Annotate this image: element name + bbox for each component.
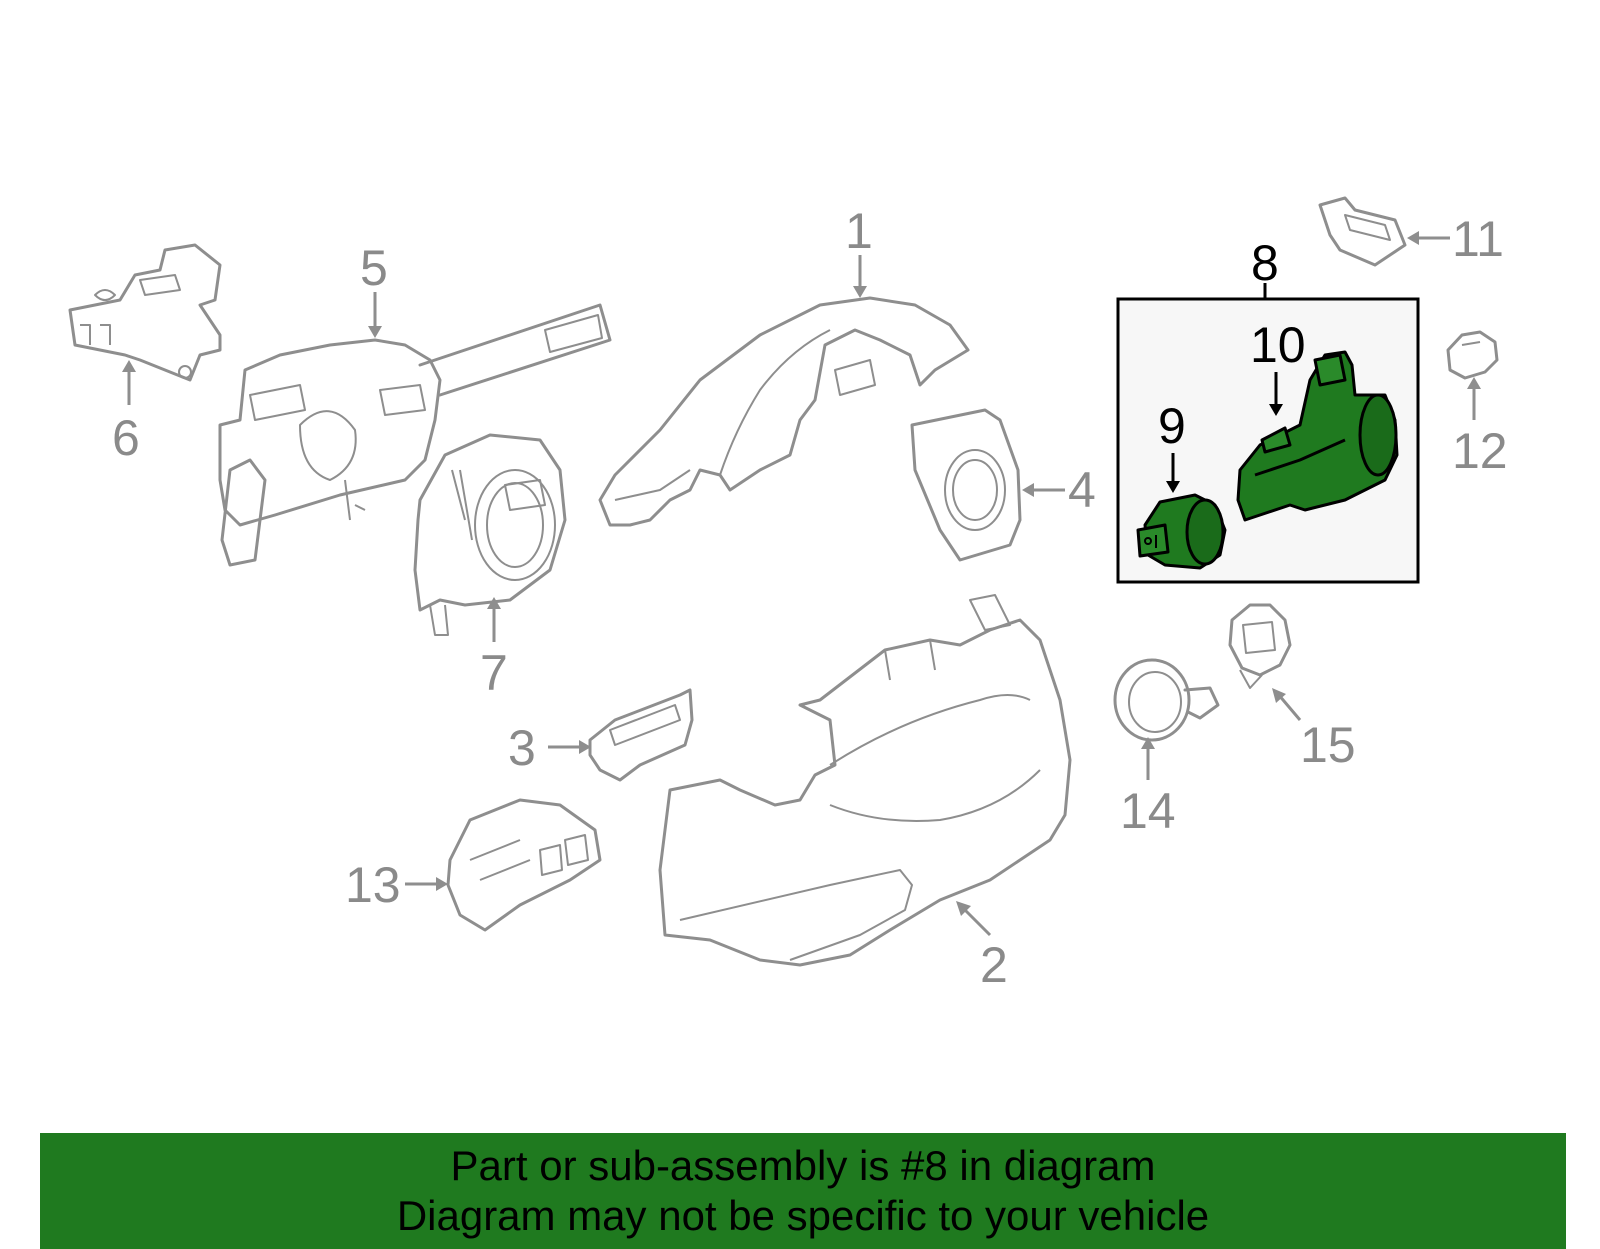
arrow-14 bbox=[1141, 737, 1155, 780]
part-9-lock-cylinder[interactable] bbox=[1136, 493, 1227, 570]
arrow-11 bbox=[1407, 231, 1450, 245]
part-14-ring[interactable] bbox=[1113, 658, 1220, 742]
part-7-clockspring[interactable] bbox=[413, 433, 567, 636]
arrow-10 bbox=[1269, 372, 1283, 416]
arrow-1 bbox=[853, 255, 867, 298]
callout-11[interactable]: 11 bbox=[1452, 211, 1504, 267]
callout-3[interactable]: 3 bbox=[508, 720, 536, 776]
info-banner: Part or sub-assembly is #8 in diagram Di… bbox=[40, 1133, 1566, 1249]
callout-12[interactable]: 12 bbox=[1452, 423, 1508, 479]
arrow-15 bbox=[1272, 688, 1302, 721]
arrow-13 bbox=[405, 877, 448, 891]
part-5-combination-switch[interactable] bbox=[218, 303, 612, 567]
part-12-cap[interactable] bbox=[1446, 330, 1499, 380]
callout-6[interactable]: 6 bbox=[112, 410, 140, 466]
arrow-3 bbox=[548, 740, 591, 754]
part-4-trim-bezel[interactable] bbox=[910, 408, 1022, 562]
callout-2[interactable]: 2 bbox=[980, 937, 1008, 993]
callout-4[interactable]: 4 bbox=[1068, 462, 1096, 518]
arrow-9 bbox=[1166, 453, 1180, 493]
part-3-switch-block[interactable] bbox=[588, 688, 694, 782]
callout-7[interactable]: 7 bbox=[480, 645, 508, 701]
part-15-antenna[interactable] bbox=[1228, 603, 1292, 689]
callout-9[interactable]: 9 bbox=[1158, 398, 1186, 454]
arrow-5 bbox=[368, 292, 382, 338]
callout-13[interactable]: 13 bbox=[345, 857, 401, 913]
banner-line-1: Part or sub-assembly is #8 in diagram bbox=[450, 1142, 1156, 1189]
banner-line-2: Diagram may not be specific to your vehi… bbox=[396, 1192, 1210, 1239]
callout-15[interactable]: 15 bbox=[1300, 717, 1356, 773]
part-6-bracket[interactable] bbox=[68, 243, 222, 382]
arrow-2 bbox=[956, 901, 992, 937]
arrow-4 bbox=[1022, 483, 1065, 497]
callout-8[interactable]: 8 bbox=[1251, 235, 1279, 291]
part-2-lower-cover[interactable] bbox=[658, 594, 1072, 967]
callout-5[interactable]: 5 bbox=[360, 240, 388, 296]
part-10-lock-housing[interactable] bbox=[1236, 350, 1399, 522]
callout-1[interactable]: 1 bbox=[845, 203, 873, 259]
arrow-7 bbox=[487, 597, 501, 642]
arrow-6 bbox=[122, 360, 136, 405]
part-13-module[interactable] bbox=[446, 798, 602, 932]
arrow-12 bbox=[1467, 377, 1481, 420]
part-1-upper-cover[interactable] bbox=[598, 296, 970, 527]
part-11-clip[interactable] bbox=[1318, 196, 1407, 267]
assembly-8-group[interactable] bbox=[1116, 283, 1420, 584]
callout-10[interactable]: 10 bbox=[1250, 317, 1306, 373]
callout-14[interactable]: 14 bbox=[1120, 783, 1176, 839]
